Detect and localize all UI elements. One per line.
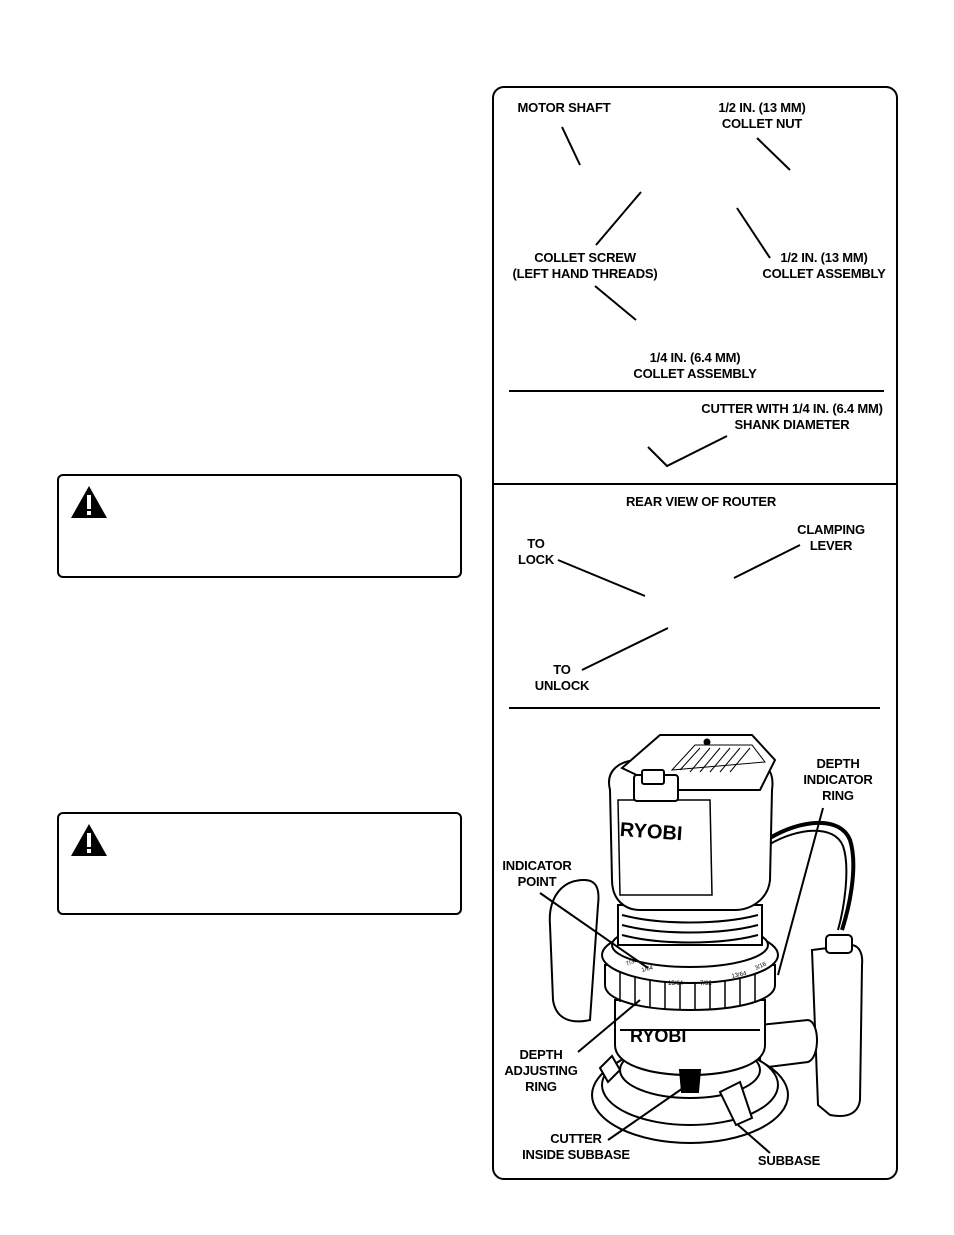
scale-mark: 15/64	[668, 981, 684, 987]
depth-adjusting-ring-label: DEPTH ADJUSTING RING	[504, 1047, 578, 1094]
router-scale-marks: 7/32 1/64 15/64 7/32 13/64 3/16	[625, 957, 768, 987]
to-lock-label: TO LOCK	[517, 536, 555, 567]
subbase-label: SUBBASE	[757, 1153, 821, 1168]
router-base-brand-text: RYOBI	[630, 1026, 686, 1046]
motor-shaft-label: MOTOR SHAFT	[517, 100, 611, 115]
scale-mark: 7/32	[700, 981, 712, 987]
scale-mark: 1/64	[641, 965, 654, 974]
scale-mark: 7/32	[625, 957, 639, 968]
router-brand-text: RYOBI	[619, 819, 683, 845]
cutter-inside-subbase-label: CUTTER INSIDE SUBBASE	[522, 1131, 630, 1162]
to-unlock-label: TO UNLOCK	[534, 662, 590, 693]
collet-screw-label: COLLET SCREW (LEFT HAND THREADS)	[512, 250, 658, 281]
scale-mark: 3/16	[754, 961, 768, 972]
warning-box-1	[57, 474, 462, 578]
cutter-shank-label: CUTTER WITH 1/4 IN. (6.4 MM) SHANK DIAME…	[701, 401, 883, 432]
indicator-point-label: INDICATOR POINT	[502, 858, 572, 889]
rear-view-title: REAR VIEW OF ROUTER	[625, 494, 777, 509]
warning-triangle-icon	[71, 824, 107, 856]
warning-triangle-icon	[71, 486, 107, 518]
warning-box-2	[57, 812, 462, 915]
figure-panel	[492, 86, 898, 1180]
router-illustration	[548, 734, 864, 1144]
depth-indicator-ring-label: DEPTH INDICATOR RING	[803, 756, 873, 803]
clamping-lever-label: CLAMPING LEVER	[797, 522, 865, 553]
collet-nut-13mm-label: 1/2 IN. (13 MM) COLLET NUT	[718, 100, 806, 131]
router-text: RYOBI RYOBI	[619, 819, 686, 1046]
scale-mark: 13/64	[731, 971, 748, 980]
collet-assembly-13mm-label: 1/2 IN. (13 MM) COLLET ASSEMBLY	[762, 250, 886, 281]
collet-assembly-6mm-label: 1/4 IN. (6.4 MM) COLLET ASSEMBLY	[633, 350, 757, 381]
